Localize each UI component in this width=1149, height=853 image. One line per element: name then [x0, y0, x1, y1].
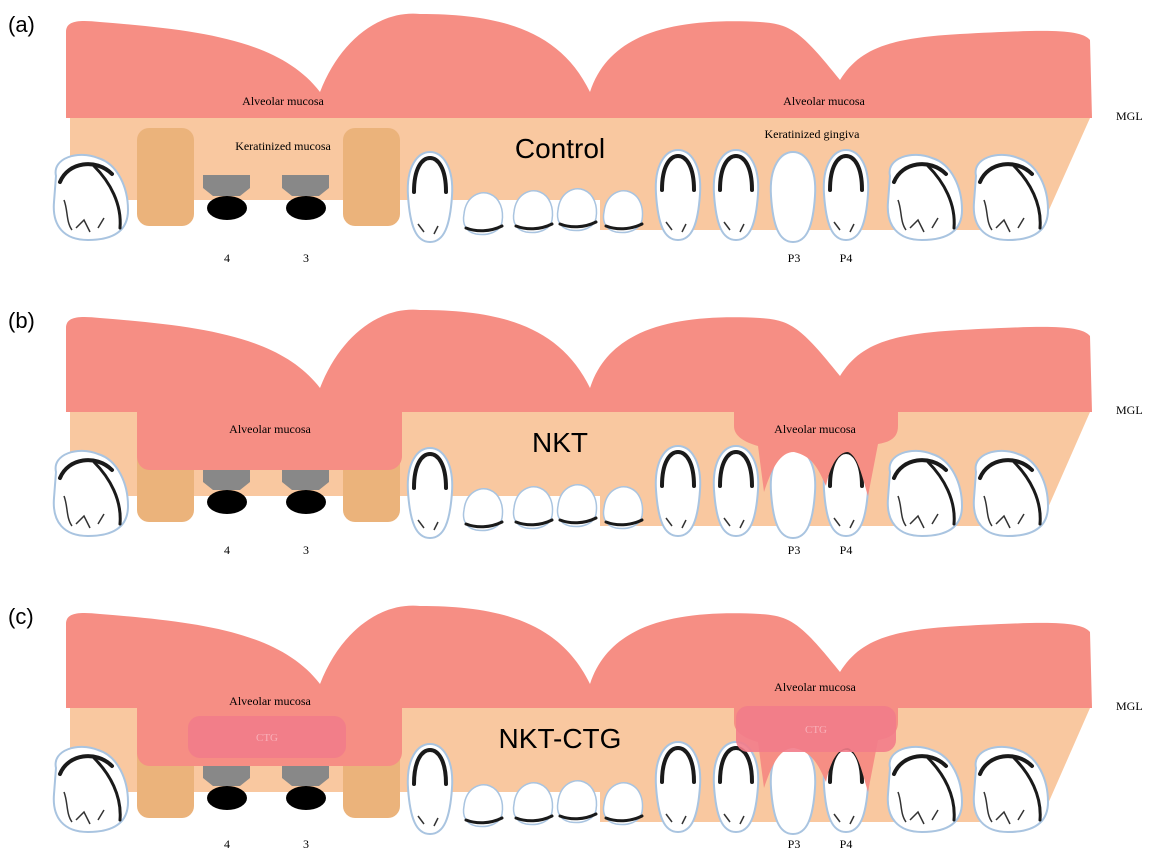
panel-title: NKT-CTG [499, 723, 622, 754]
incisor-tooth [514, 783, 553, 825]
panel-b: (b) Alveolar mucosa Alveolar mucosa NKT … [8, 308, 1143, 557]
keratinized-gingiva-label: Keratinized gingiva [765, 127, 861, 141]
keratinized-mucosa-label: Keratinized mucosa [235, 139, 331, 153]
implant-base [286, 786, 326, 810]
mgl-label: MGL [1116, 109, 1143, 123]
premolar-tooth [714, 446, 758, 536]
implant-cap [282, 175, 329, 196]
implant-base [286, 196, 326, 220]
incisor-tooth [604, 783, 643, 825]
tooth-p3 [771, 152, 815, 242]
implant-cap [282, 764, 329, 786]
incisor-tooth [604, 191, 643, 233]
alveolar-mucosa-region [66, 14, 1092, 118]
premolar-tooth [714, 742, 758, 832]
implant-3-label: 3 [303, 837, 309, 851]
tooth-p3-label: P3 [788, 251, 801, 265]
alveolar-mucosa-label-right: Alveolar mucosa [774, 422, 856, 436]
canine-tooth [408, 448, 452, 538]
mgl-label: MGL [1116, 699, 1143, 713]
implant-base [207, 786, 247, 810]
abutment-block-left [137, 128, 194, 226]
implant-3-label: 3 [303, 543, 309, 557]
tooth-p3-label: P3 [788, 543, 801, 557]
alveolar-mucosa-label-right: Alveolar mucosa [774, 680, 856, 694]
tooth-p4 [824, 150, 868, 240]
alveolar-mucosa-label-left: Alveolar mucosa [229, 422, 311, 436]
alveolar-mucosa-label-left: Alveolar mucosa [242, 94, 324, 108]
premolar-tooth [656, 742, 700, 832]
premolar-tooth [656, 150, 700, 240]
premolar-tooth [656, 446, 700, 536]
panel-title: Control [515, 133, 605, 164]
ctg-label-left: CTG [256, 732, 278, 744]
implant-cap [203, 764, 250, 786]
implant-3-label: 3 [303, 251, 309, 265]
alveolar-mucosa-label-right: Alveolar mucosa [783, 94, 865, 108]
incisor-tooth [604, 487, 643, 529]
implant-4-label: 4 [224, 543, 230, 557]
panel-title: NKT [532, 427, 588, 458]
implant-cap [282, 468, 329, 490]
panel-tag: (b) [8, 308, 35, 333]
panel-c: (c) CTG CTG Alveolar mucosa Alveol [8, 604, 1143, 851]
incisor-tooth [514, 487, 553, 529]
tooth-p4-label: P4 [840, 251, 853, 265]
incisor-tooth [558, 781, 597, 823]
abutment-block-right [343, 128, 400, 226]
panel-tag: (a) [8, 12, 35, 37]
implant-4-label: 4 [224, 837, 230, 851]
canine-tooth [408, 744, 452, 834]
incisor-tooth [464, 193, 503, 235]
incisor-tooth [558, 189, 597, 231]
implant-4-label: 4 [224, 251, 230, 265]
implant-base [286, 490, 326, 514]
implant-cap [203, 468, 250, 490]
panel-tag: (c) [8, 604, 34, 629]
incisor-tooth [514, 191, 553, 233]
incisor-tooth [464, 785, 503, 827]
incisor-tooth [464, 489, 503, 531]
ctg-label-right: CTG [805, 724, 827, 736]
implant-base [207, 196, 247, 220]
incisor-tooth [558, 485, 597, 527]
panel-a: (a) Alveolar mucosa Alveolar m [8, 12, 1143, 265]
alveolar-mucosa-label-left: Alveolar mucosa [229, 694, 311, 708]
tooth-p4-label: P4 [840, 543, 853, 557]
tooth-p4-label: P4 [840, 837, 853, 851]
implant-cap [203, 175, 250, 196]
tooth-p3-label: P3 [788, 837, 801, 851]
mgl-label: MGL [1116, 403, 1143, 417]
canine-tooth [408, 152, 452, 242]
implant-base [207, 490, 247, 514]
premolar-tooth [714, 150, 758, 240]
